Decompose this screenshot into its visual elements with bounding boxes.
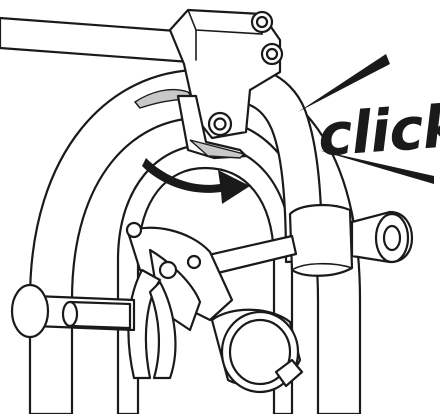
lower-knob <box>212 310 302 392</box>
horizontal-bar <box>0 18 196 62</box>
click-label: click <box>316 91 440 169</box>
sliding-collar <box>290 205 412 276</box>
lower-mechanism <box>127 223 232 378</box>
click-text: click <box>316 91 440 169</box>
